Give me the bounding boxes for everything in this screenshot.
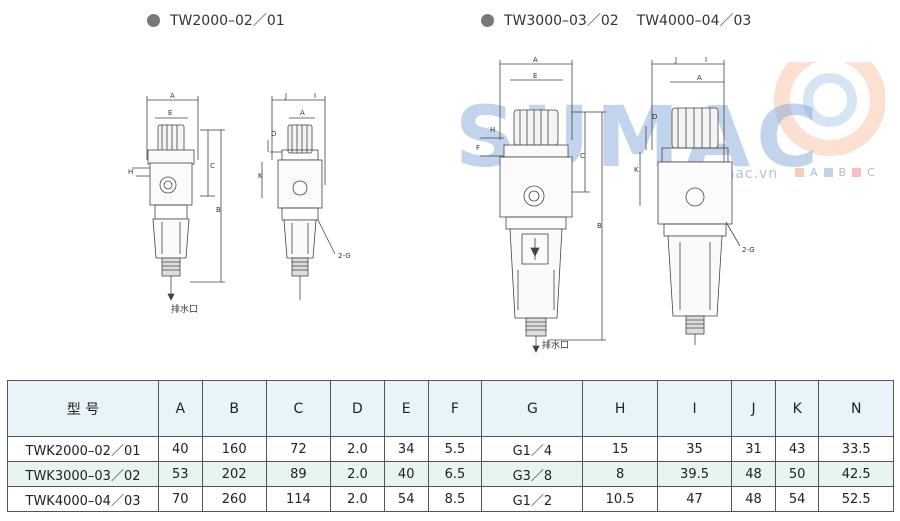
- model-heading-left: TW2000–02／01: [147, 10, 285, 30]
- cell: 72: [265, 436, 331, 462]
- table-row: TWK3000–03／02 53 202 89 2.0 40 6.5 G3／8 …: [7, 461, 894, 487]
- cell: 52.5: [818, 486, 894, 512]
- watermark-abc-c: C: [867, 166, 875, 179]
- spec-table: 型 号 A B C D E F G H I J K N TWK2000–02／0…: [7, 380, 894, 512]
- dim-label-c-3: C: [580, 152, 585, 160]
- cell: 2.0: [329, 436, 385, 462]
- cell: 53: [158, 461, 203, 487]
- cell: 47: [656, 486, 733, 512]
- dim-label-e-3: E: [533, 72, 537, 80]
- drain-label-1: 排水口: [171, 303, 198, 315]
- table-row: TWK4000–04／03 70 260 114 2.0 54 8.5 G1／2…: [7, 486, 894, 512]
- cell: 54: [383, 486, 429, 512]
- col-header-i: I: [656, 380, 733, 437]
- dim-label-d: D: [271, 130, 276, 138]
- dim-label-k: K: [258, 172, 263, 180]
- cell: 43: [774, 436, 820, 462]
- dim-label-k-4: K: [634, 166, 639, 174]
- cell: 5.5: [427, 436, 483, 462]
- col-header-j: J: [731, 380, 776, 437]
- cell: G3／8: [481, 461, 584, 487]
- dim-label-b-3: B: [597, 222, 602, 230]
- model-heading-right: TW3000–03／02 TW4000–04／03: [481, 10, 751, 30]
- model-heading-right-a-text: TW3000–03／02: [504, 13, 619, 29]
- cell: 42.5: [818, 461, 894, 487]
- cell: 202: [201, 461, 267, 487]
- col-header-b: B: [201, 380, 267, 437]
- col-header-d: D: [329, 380, 385, 437]
- cell: 8.5: [427, 486, 483, 512]
- cell-model: TWK4000–04／03: [7, 486, 159, 512]
- dim-label-h-3: H: [490, 126, 495, 134]
- cell: G1／2: [481, 486, 584, 512]
- cell: G1／4: [481, 436, 584, 462]
- col-header-n: N: [818, 380, 894, 437]
- col-header-f: F: [427, 380, 483, 437]
- cell: 6.5: [427, 461, 483, 487]
- technical-drawings: A E 排水口 C B H: [128, 56, 755, 353]
- cell-model: TWK2000–02／01: [7, 436, 159, 462]
- dim-label-f: F: [476, 144, 480, 152]
- cell: 40: [158, 436, 203, 462]
- watermark-abc-b: B: [838, 166, 847, 179]
- cell: 10.5: [582, 486, 658, 512]
- col-header-g: G: [481, 380, 584, 437]
- dim-label-a-4: A: [697, 74, 702, 82]
- cell: 2.0: [329, 461, 385, 487]
- model-heading-right-b-text: TW4000–04／03: [636, 13, 752, 29]
- cell: 8: [582, 461, 658, 487]
- watermark-logo-arcs-icon: [774, 62, 885, 156]
- cell: 260: [201, 486, 267, 512]
- dim-label-j: J: [284, 92, 287, 100]
- cell: 39.5: [656, 461, 733, 487]
- port-label-2: 2-G: [742, 246, 755, 254]
- col-header-e: E: [383, 380, 429, 437]
- dim-label-d-4: D: [652, 113, 657, 121]
- cell: 114: [265, 486, 331, 512]
- dim-label-h: H: [128, 168, 133, 176]
- table-row: TWK2000–02／01 40 160 72 2.0 34 5.5 G1／4 …: [7, 436, 894, 462]
- cell: 40: [383, 461, 429, 487]
- col-header-a: A: [158, 380, 203, 437]
- dim-label-a: A: [170, 92, 175, 100]
- drawing-tw2000-front: A E 排水口 C B H: [128, 92, 225, 315]
- cell: 48: [731, 486, 776, 512]
- watermark-abc: A B C: [795, 166, 875, 179]
- watermark-abc-a: A: [810, 166, 818, 179]
- dim-label-i: I: [314, 92, 316, 100]
- col-header-h: H: [582, 380, 658, 437]
- dim-label-j-4: J: [674, 56, 677, 64]
- dim-label-c: C: [210, 162, 215, 170]
- drawing-tw3000-front: A E 排水口 C B F H: [476, 56, 606, 353]
- cell: 33.5: [818, 436, 894, 462]
- dim-label-e: E: [168, 109, 172, 117]
- cell: 160: [201, 436, 267, 462]
- cell: 15: [582, 436, 658, 462]
- drawing-tw4000-side: J I A D K 2-G: [634, 56, 755, 345]
- drawing-tw2000-side: J I A D K 2-G: [258, 92, 351, 300]
- drain-label-2: 排水口: [542, 339, 569, 351]
- dim-label-i-4: I: [705, 56, 707, 64]
- cell: 70: [158, 486, 203, 512]
- cell: 50: [774, 461, 820, 487]
- col-header-k: K: [774, 380, 820, 437]
- port-label-1: 2-G: [338, 252, 351, 260]
- cell: 2.0: [329, 486, 385, 512]
- cell: 54: [774, 486, 820, 512]
- dim-label-a-side: A: [300, 109, 305, 117]
- cell: 48: [731, 461, 776, 487]
- col-header-model: 型 号: [7, 380, 159, 437]
- bullet-dot-icon: [147, 13, 160, 27]
- cell: 35: [656, 436, 733, 462]
- dim-label-b: B: [216, 206, 221, 214]
- model-heading-left-text: TW2000–02／01: [170, 13, 285, 29]
- table-header-row: 型 号 A B C D E F G H I J K N: [7, 380, 894, 437]
- cell: 34: [383, 436, 429, 462]
- col-header-c: C: [265, 380, 331, 437]
- bullet-dot-icon: [481, 13, 494, 27]
- cell-model: TWK3000–03／02: [7, 461, 159, 487]
- cell: 31: [731, 436, 776, 462]
- cell: 89: [265, 461, 331, 487]
- dim-label-a-3: A: [533, 56, 538, 64]
